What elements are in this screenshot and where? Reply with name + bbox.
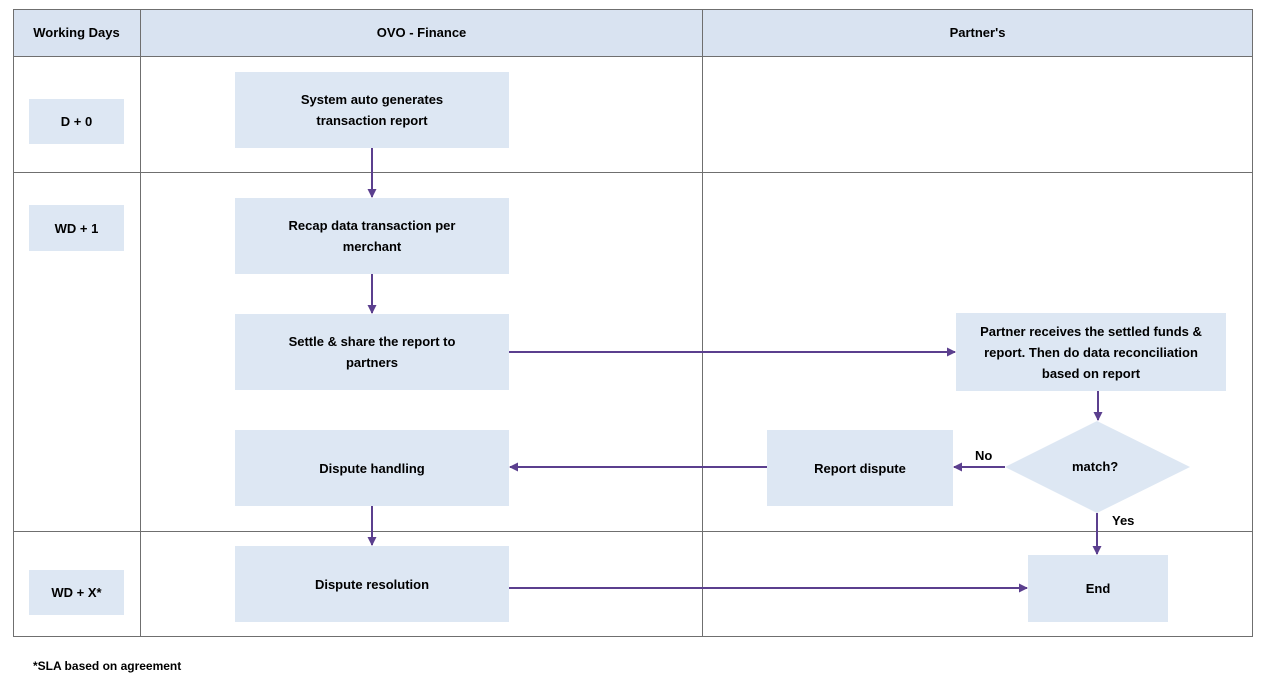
- row-divider-1: [13, 172, 1253, 173]
- footnote: *SLA based on agreement: [33, 659, 182, 673]
- step-auto-generate-report: System auto generates transaction report: [235, 72, 509, 148]
- header-ovo-finance: OVO - Finance: [141, 9, 702, 56]
- column-divider-1: [140, 9, 141, 637]
- step-partner-receives: Partner receives the settled funds & rep…: [956, 313, 1226, 391]
- header-partners: Partner's: [703, 9, 1252, 56]
- step-end: End: [1028, 555, 1168, 622]
- step-recap-data: Recap data transaction per merchant: [235, 198, 509, 274]
- header-working-days: Working Days: [13, 9, 140, 56]
- day-label-d0: D + 0: [29, 99, 124, 144]
- edge-label-yes: Yes: [1112, 513, 1135, 528]
- decision-match-label: match?: [1072, 459, 1119, 474]
- day-label-wdx: WD + X*: [29, 570, 124, 615]
- header-divider: [13, 56, 1253, 57]
- step-dispute-handling: Dispute handling: [235, 430, 509, 506]
- edge-label-no: No: [975, 448, 993, 463]
- step-settle-share: Settle & share the report to partners: [235, 314, 509, 390]
- step-report-dispute: Report dispute: [767, 430, 953, 506]
- row-divider-2: [13, 531, 1253, 532]
- day-label-wd1: WD + 1: [29, 205, 124, 251]
- step-dispute-resolution: Dispute resolution: [235, 546, 509, 622]
- column-divider-2: [702, 9, 703, 637]
- decision-diamond: [1005, 421, 1190, 513]
